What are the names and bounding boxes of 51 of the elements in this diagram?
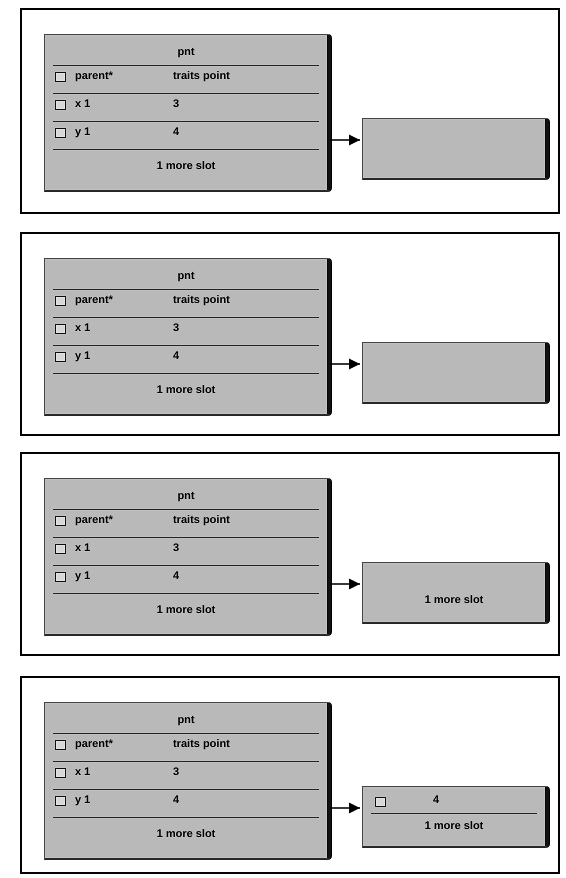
- more-slots-label: 1 more slot: [156, 603, 216, 617]
- panel-frame: [20, 452, 560, 656]
- slot-box: [362, 562, 550, 624]
- more-slots-label: 1 more slot: [424, 819, 484, 833]
- slot-value: 3: [173, 765, 180, 779]
- slot-value: traits point: [173, 737, 230, 751]
- slot-value: traits point: [173, 513, 230, 527]
- object-title: pnt: [177, 713, 195, 727]
- object-title: pnt: [177, 489, 195, 503]
- more-slots-label: 1 more slot: [156, 159, 216, 173]
- object-outliner: [44, 702, 332, 860]
- slot-value: 4: [173, 349, 180, 363]
- panel-frame: [20, 8, 560, 214]
- more-slots-label: 1 more slot: [156, 383, 216, 397]
- slot-name: x 1: [75, 321, 90, 335]
- slot-value: 3: [173, 321, 180, 335]
- arrow: [330, 578, 360, 590]
- slot-name: x 1: [75, 541, 90, 555]
- more-slots-label: 1 more slot: [424, 593, 484, 607]
- slot-name: x 1: [75, 765, 90, 779]
- slot-name: x 1: [75, 97, 90, 111]
- arrow: [330, 134, 360, 146]
- panel-frame: [20, 232, 560, 436]
- slot-box: [362, 342, 550, 404]
- slot-value: 4: [173, 125, 180, 139]
- more-slots-label: 1 more slot: [156, 827, 216, 841]
- arrow: [330, 358, 360, 370]
- slot-name: y 1: [75, 793, 90, 807]
- arrow: [330, 802, 360, 814]
- slot-value: traits point: [173, 69, 230, 83]
- object-outliner: [44, 34, 332, 192]
- object-outliner: [44, 258, 332, 416]
- slot-value: 4: [173, 569, 180, 583]
- slot-name: y 1: [75, 125, 90, 139]
- object-title: pnt: [177, 269, 195, 283]
- slot-box: [362, 118, 550, 180]
- slot-value: traits point: [173, 293, 230, 307]
- slot-box: [362, 786, 550, 848]
- slot-value: 3: [173, 541, 180, 555]
- slot-name: parent*: [75, 513, 113, 527]
- slot-value: 4: [173, 793, 180, 807]
- slot-name: y 1: [75, 569, 90, 583]
- slot-value: 4: [433, 793, 440, 807]
- slot-name: parent*: [75, 69, 113, 83]
- slot-value: 3: [173, 97, 180, 111]
- object-outliner: [44, 478, 332, 636]
- slot-name: parent*: [75, 737, 113, 751]
- panel-frame: [20, 676, 560, 874]
- object-title: pnt: [177, 45, 195, 59]
- slot-name: y 1: [75, 349, 90, 363]
- slot-name: parent*: [75, 293, 113, 307]
